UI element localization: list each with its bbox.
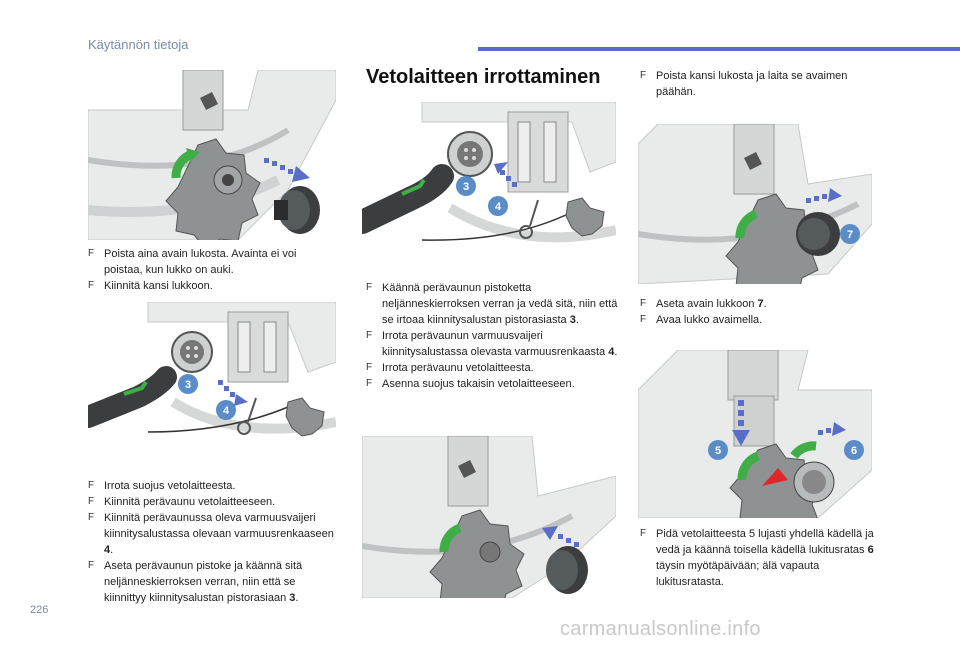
socket-icon bbox=[447, 131, 493, 177]
list-item: Irrota perävaunun varmuusvaijeri kiinnit… bbox=[366, 328, 618, 360]
cover-cap-icon bbox=[546, 546, 588, 594]
watermark: carmanualsonline.info bbox=[560, 618, 761, 640]
lock-knob-icon bbox=[429, 509, 525, 598]
list-item: Poista kansi lukosta ja laita se avaimen… bbox=[640, 68, 890, 100]
instructions-list-col2: Käännä perävaunun pistoketta neljänneski… bbox=[366, 280, 618, 392]
list-item: Aseta avain lukkoon 7. bbox=[640, 296, 890, 312]
plug-cable-icon bbox=[362, 164, 454, 234]
cover-cap-icon bbox=[274, 186, 320, 234]
svg-text:3: 3 bbox=[463, 181, 469, 193]
list-item: Kiinnitä perävaunu vetolaitteeseen. bbox=[88, 494, 336, 510]
list-item: Käännä perävaunun pistoketta neljänneski… bbox=[366, 280, 618, 328]
rotate-arrow-icon bbox=[735, 209, 758, 239]
illustration-trailer-connect: 3 4 bbox=[88, 302, 336, 472]
svg-text:6: 6 bbox=[851, 445, 857, 457]
illustration-trailer-disconnect: 3 4 bbox=[362, 102, 616, 262]
rotate-arrow-icon bbox=[439, 523, 462, 553]
lock-knob-icon bbox=[725, 193, 840, 284]
illustration-cover-refit bbox=[362, 436, 616, 598]
lock-knob-icon bbox=[165, 138, 261, 240]
svg-text:5: 5 bbox=[715, 445, 721, 457]
rotate-arrow-icon bbox=[737, 451, 760, 481]
svg-text:3: 3 bbox=[185, 379, 191, 391]
dashed-arrow-icon bbox=[264, 158, 310, 182]
illustration-lock-cover bbox=[88, 70, 336, 240]
dashed-arrow-icon bbox=[732, 400, 750, 446]
safety-ring-icon bbox=[519, 199, 539, 239]
label-badge-3: 3 bbox=[178, 374, 198, 394]
list-item: Kiinnitä perävaunussa oleva varmuusvaije… bbox=[88, 510, 336, 558]
instructions-list-col1-b: Irrota suojus vetolaitteesta. Kiinnitä p… bbox=[88, 478, 336, 606]
svg-text:4: 4 bbox=[495, 201, 502, 213]
svg-text:4: 4 bbox=[223, 405, 230, 417]
page-number: 226 bbox=[30, 604, 49, 616]
label-badge-4: 4 bbox=[488, 196, 508, 216]
dashed-arrow-icon bbox=[494, 162, 517, 187]
list-item: Irrota suojus vetolaitteesta. bbox=[88, 478, 336, 494]
list-item: Avaa lukko avaimella. bbox=[640, 312, 890, 328]
illustration-key-lock: 7 bbox=[638, 124, 872, 284]
list-item: Irrota perävaunu vetolaitteesta. bbox=[366, 360, 618, 376]
lock-knob-icon bbox=[565, 197, 605, 237]
list-item: Asenna suojus takaisin vetolaitteeseen. bbox=[366, 376, 618, 392]
instructions-list-col3-a: Poista kansi lukosta ja laita se avaimen… bbox=[640, 68, 890, 100]
list-item: Pidä vetolaitteesta 5 lujasti yhdellä kä… bbox=[640, 526, 890, 590]
list-item: Kiinnitä kansi lukkoon. bbox=[88, 278, 336, 294]
list-item: Poista aina avain lukosta. Avainta ei vo… bbox=[88, 246, 336, 278]
label-badge-7: 7 bbox=[840, 224, 860, 244]
label-badge-3: 3 bbox=[456, 176, 476, 196]
instructions-list-col3-c: Pidä vetolaitteesta 5 lujasti yhdellä kä… bbox=[640, 526, 890, 590]
svg-text:7: 7 bbox=[847, 229, 853, 241]
dashed-arrow-icon bbox=[542, 526, 579, 547]
illustration-release-wheel: 5 6 bbox=[638, 350, 872, 518]
header-accent-bar bbox=[478, 47, 960, 51]
page-header-title: Käytännön tietoja bbox=[88, 37, 189, 52]
list-item: Aseta perävaunun pistoke ja käännä sitä … bbox=[88, 558, 336, 606]
socket-icon bbox=[171, 331, 213, 373]
lock-knob-icon bbox=[285, 397, 325, 437]
safety-ring-icon bbox=[237, 397, 257, 435]
label-badge-4: 4 bbox=[216, 400, 236, 420]
label-badge-5: 5 bbox=[708, 440, 728, 460]
section-title: Vetolaitteen irrottaminen bbox=[366, 66, 601, 88]
instructions-list-col3-b: Aseta avain lukkoon 7. Avaa lukko avaime… bbox=[640, 296, 890, 328]
dashed-arrow-icon bbox=[218, 380, 248, 406]
dashed-arrow-icon bbox=[806, 188, 842, 203]
label-badge-6: 6 bbox=[844, 440, 864, 460]
plug-cable-icon bbox=[88, 366, 177, 428]
instructions-list-col1-a: Poista aina avain lukosta. Avainta ei vo… bbox=[88, 246, 336, 294]
release-wheel-icon bbox=[762, 468, 788, 486]
